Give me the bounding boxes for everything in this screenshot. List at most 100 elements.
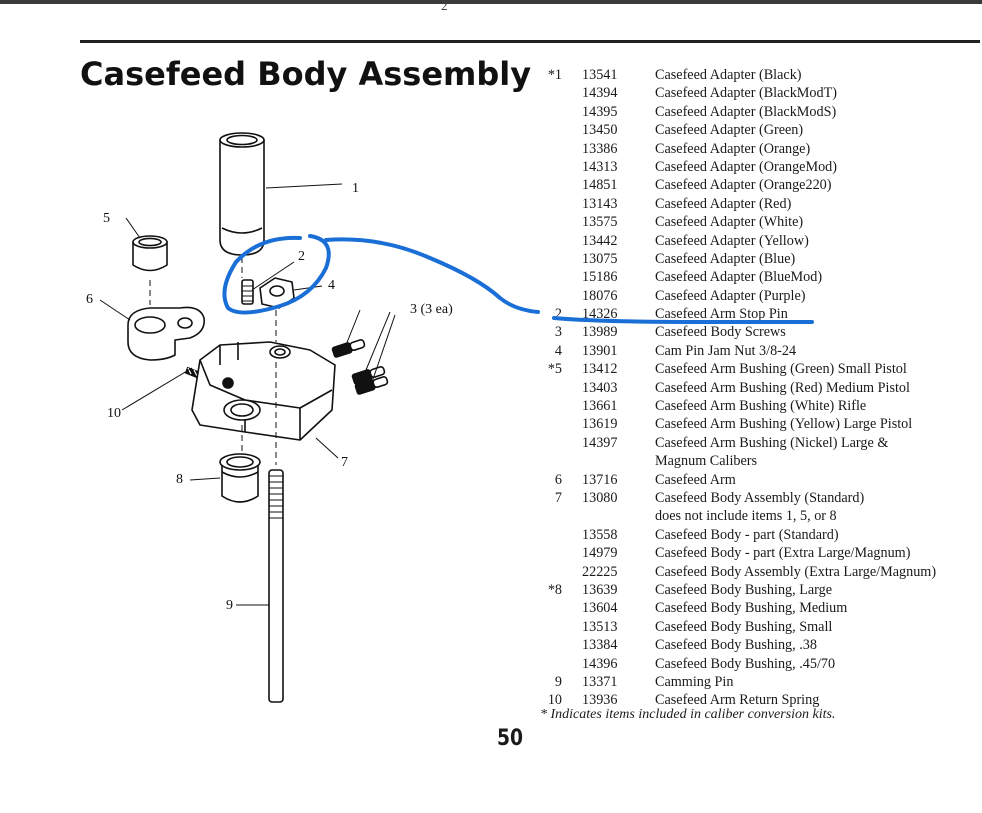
top-page-number: 2 — [441, 0, 448, 13]
part-description: Casefeed Arm Bushing (White) Rifle — [655, 398, 867, 415]
part-description: Casefeed Body Bushing, Large — [655, 581, 833, 598]
part-number: 13384 — [582, 637, 618, 654]
part-number: 14326 — [582, 306, 618, 323]
part-description: Casefeed Arm — [655, 471, 736, 488]
item-number: 6 — [554, 471, 562, 488]
label-1: 1 — [352, 181, 359, 196]
page-number: 50 — [497, 726, 524, 751]
part-number: 13513 — [582, 618, 618, 635]
label-10: 10 — [107, 406, 121, 421]
part-description: Casefeed Adapter (White) — [655, 214, 804, 231]
part-number: 13075 — [582, 250, 618, 267]
item-number: 10 — [547, 692, 562, 709]
part-7-body — [191, 341, 336, 441]
part-description: Casefeed Adapter (Yellow) — [655, 232, 809, 249]
part-number: 13936 — [582, 692, 618, 709]
part-description: Casefeed Adapter (BlackModS) — [655, 103, 837, 120]
label-4: 4 — [328, 278, 335, 293]
part-number: 15186 — [582, 269, 618, 286]
part-description: Casefeed Adapter (Black) — [655, 67, 802, 83]
part-number: 13604 — [582, 600, 618, 617]
part-8-bushing — [219, 453, 261, 503]
part-number: 14313 — [582, 158, 618, 175]
part-description: Casefeed Adapter (BlueMod) — [655, 269, 823, 286]
part-number: 14395 — [582, 103, 618, 120]
part-description: Casefeed Adapter (OrangeMod) — [655, 158, 837, 175]
part-number: 13575 — [582, 214, 618, 231]
label-5: 5 — [103, 211, 110, 226]
part-2-stop-pin — [241, 279, 254, 305]
part-description: Cam Pin Jam Nut 3/8-24 — [655, 342, 797, 359]
part-1-adapter — [219, 132, 265, 256]
part-description: Casefeed Body - part (Standard) — [655, 526, 839, 543]
part-number: 13403 — [582, 379, 618, 396]
exploded-diagram: 1 2 4 5 6 3 (3 ea) 10 7 8 9 — [86, 132, 453, 703]
part-number: 13143 — [582, 195, 618, 212]
label-9: 9 — [226, 598, 233, 613]
item-number: 3 — [554, 324, 562, 341]
part-number: 13661 — [582, 398, 618, 415]
part-description: Casefeed Body Assembly (Standard) — [655, 489, 865, 506]
part-number: 13371 — [582, 673, 618, 690]
part-description: Casefeed Arm Return Spring — [655, 692, 820, 709]
part-number: 13442 — [582, 232, 618, 249]
label-2: 2 — [298, 249, 305, 264]
footnote: * Indicates items included in caliber co… — [540, 707, 836, 722]
part-5-bushing — [132, 235, 168, 272]
part-description: does not include items 1, 5, or 8 — [655, 508, 837, 525]
item-number: 2 — [554, 306, 562, 323]
label-7: 7 — [341, 455, 348, 470]
part-description: Casefeed Body Bushing, .45/70 — [655, 655, 836, 672]
part-3-screws — [331, 339, 389, 395]
part-number: 13558 — [582, 526, 618, 543]
part-number: 22225 — [582, 563, 618, 580]
item-number: *1 — [547, 67, 562, 83]
part-number: 14397 — [582, 434, 618, 451]
part-number: 13619 — [582, 416, 618, 433]
label-8: 8 — [176, 472, 183, 487]
part-number: 13639 — [582, 581, 618, 598]
part-9-pin — [268, 469, 284, 703]
part-description: Casefeed Adapter (Orange) — [655, 140, 811, 157]
item-number: *5 — [547, 361, 562, 378]
part-description: Casefeed Arm Bushing (Yellow) Large Pist… — [655, 416, 913, 433]
item-number: *8 — [547, 581, 562, 598]
part-number: 13450 — [582, 122, 618, 139]
part-description: Casefeed Arm Bushing (Green) Small Pisto… — [655, 361, 907, 378]
item-number: 7 — [554, 489, 562, 506]
part-number: 14396 — [582, 655, 618, 672]
part-number: 18076 — [582, 287, 618, 304]
part-description: Camming Pin — [655, 673, 734, 690]
part-number: 13541 — [582, 67, 618, 83]
label-3: 3 (3 ea) — [410, 302, 453, 317]
part-number: 13412 — [582, 361, 618, 378]
page-title: Casefeed Body Assembly — [80, 55, 532, 93]
part-number: 13901 — [582, 342, 618, 359]
part-description: Casefeed Body Screws — [655, 324, 786, 341]
part-description: Casefeed Body Bushing, Medium — [655, 600, 848, 617]
part-description: Casefeed Adapter (Green) — [655, 122, 804, 139]
part-description: Casefeed Body Bushing, Small — [655, 618, 833, 635]
part-number: 14394 — [582, 85, 618, 102]
part-number: 14979 — [582, 545, 618, 562]
part-description: Casefeed Body - part (Extra Large/Magnum… — [655, 545, 911, 562]
title-rule — [80, 40, 980, 43]
part-number: 13716 — [582, 471, 618, 488]
part-description: Casefeed Body Bushing, .38 — [655, 637, 817, 654]
part-number: 13386 — [582, 140, 618, 157]
item-number: 4 — [554, 342, 562, 359]
part-description: Casefeed Arm Stop Pin — [655, 306, 788, 323]
part-description: Casefeed Adapter (BlackModT) — [655, 85, 838, 102]
part-4-jam-nut — [259, 277, 295, 309]
part-description: Casefeed Adapter (Orange220) — [655, 177, 832, 194]
part-description: Casefeed Arm Bushing (Red) Medium Pistol — [655, 379, 910, 396]
part-number: 14851 — [582, 177, 618, 194]
part-description: Casefeed Adapter (Purple) — [655, 287, 806, 304]
label-6: 6 — [86, 292, 93, 307]
item-number: 9 — [554, 673, 562, 690]
part-description: Casefeed Arm Bushing (Nickel) Large & — [655, 434, 889, 451]
part-description: Casefeed Adapter (Blue) — [655, 250, 796, 267]
part-number: 13989 — [582, 324, 618, 341]
top-strip — [0, 0, 982, 4]
part-number: 13080 — [582, 489, 618, 506]
